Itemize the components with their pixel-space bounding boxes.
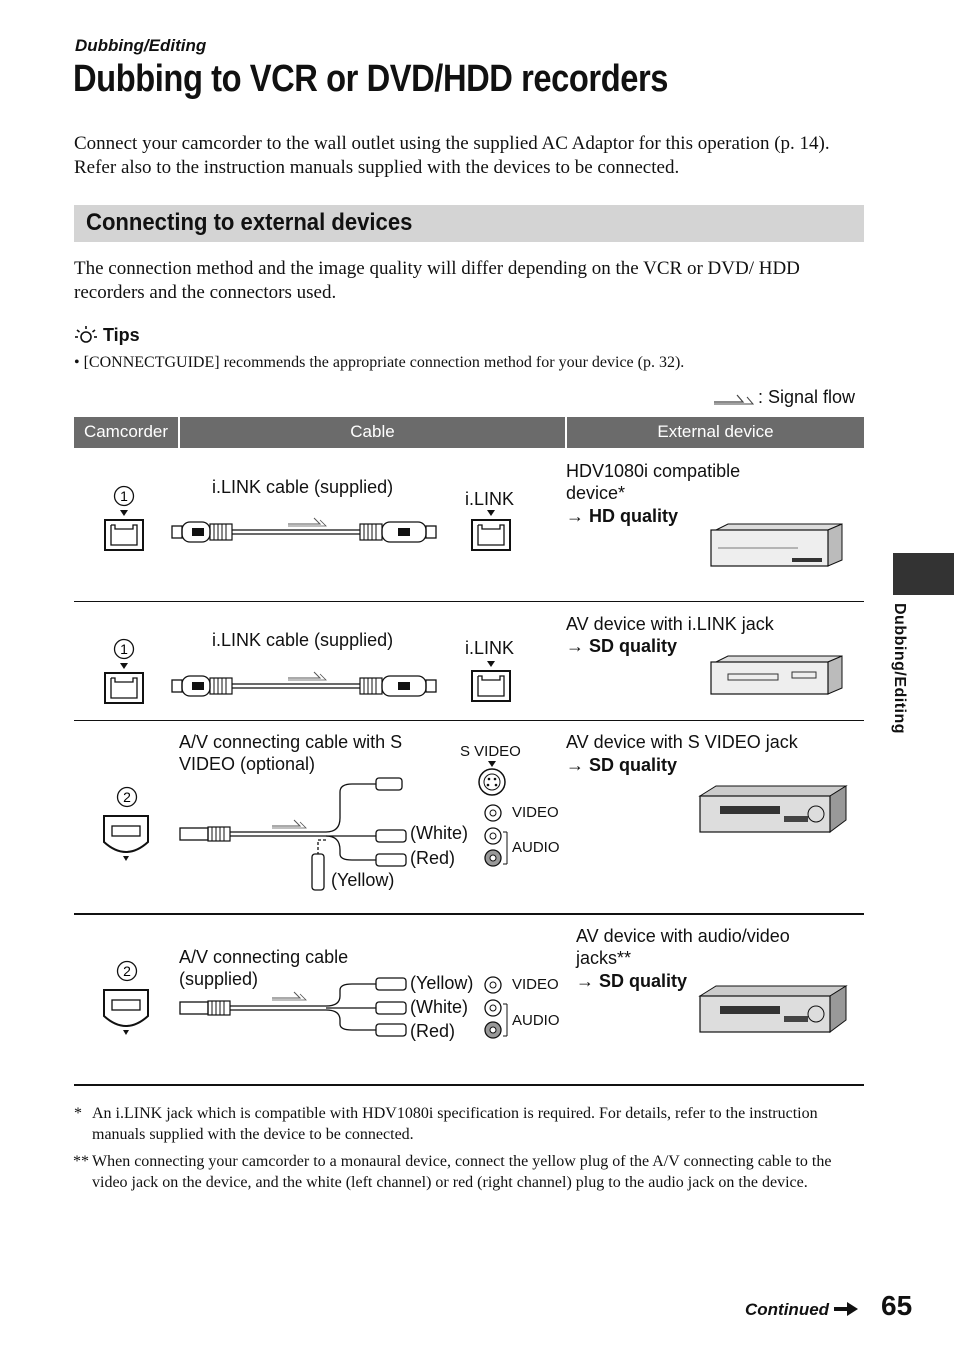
port-label: i.LINK (465, 489, 515, 509)
device-name: AV device with i.LINK jack (566, 614, 774, 634)
rca-jacks-icon (484, 804, 508, 867)
subsection-text: The connection method and the image qual… (74, 258, 800, 303)
plug-label-red: (Red) (410, 848, 456, 868)
row-divider (74, 601, 864, 602)
ilink-cable-icon (171, 671, 437, 697)
vcr-image (698, 785, 848, 833)
quality-label: → SD quality (576, 971, 688, 991)
port-label: i.LINK (465, 638, 515, 658)
number-badge-2: 2 (116, 786, 138, 808)
vcr-image (698, 985, 848, 1033)
side-tab-label: Dubbing/Editing (891, 603, 908, 735)
page-number: 65 (881, 1290, 913, 1321)
row-divider (74, 913, 864, 915)
quality-label: → SD quality (566, 636, 678, 656)
page-title: Dubbing to VCR or DVD/HDD recorders (73, 58, 669, 100)
svg-text:1: 1 (120, 488, 128, 504)
hdv-recorder-image (710, 523, 843, 567)
rca-jacks-icon (484, 976, 508, 1039)
signal-flow-icon (714, 394, 755, 405)
port-label: S VIDEO (460, 743, 521, 760)
signal-flow-legend: : Signal flow (758, 387, 856, 407)
jack-label-audio: AUDIO (512, 839, 560, 856)
cable-label: i.LINK cable (supplied) (212, 630, 394, 650)
footnote-text: An i.LINK jack which is compatible with … (92, 1105, 818, 1143)
arrow-right-icon: → (566, 506, 590, 526)
ilink-port-icon (104, 663, 144, 704)
section-label: Dubbing/Editing (75, 36, 207, 55)
arrow-right-icon: → (566, 755, 590, 775)
arrow-right-icon: → (576, 971, 600, 991)
footnote-mark: * (74, 1105, 82, 1122)
device-name: HDV1080i compatible device* (566, 461, 741, 503)
av-cable-icon (179, 977, 407, 1037)
continued-label: Continued (745, 1300, 858, 1320)
av-device-ilink-image (710, 655, 843, 695)
lightbulb-icon (75, 326, 97, 343)
table-bottom-rule (74, 1084, 864, 1086)
svg-text:2: 2 (123, 789, 131, 805)
header-camcorder: Camcorder (74, 417, 178, 448)
subsection-band (74, 205, 864, 242)
svideo-jack-icon (478, 761, 506, 796)
ilink-cable-icon (171, 517, 437, 543)
cable-label: A/V connecting cable with S VIDEO (optio… (179, 732, 403, 774)
device-name: AV device with S VIDEO jack (566, 732, 798, 752)
av-remote-port-icon (103, 815, 149, 861)
header-external-device: External device (567, 417, 864, 448)
cable-label: i.LINK cable (supplied) (212, 477, 394, 497)
av-cable-svideo-icon (179, 777, 407, 891)
ilink-port-icon (471, 661, 511, 702)
svg-text:2: 2 (123, 963, 131, 979)
svg-text:1: 1 (120, 641, 128, 657)
quality-label: → SD quality (566, 755, 678, 775)
number-badge-1: 1 (113, 485, 135, 507)
ilink-port-icon (104, 510, 144, 551)
arrow-right-icon (833, 1302, 858, 1316)
plug-label-white: (White) (410, 823, 468, 843)
intro-paragraph: Connect your camcorder to the wall outle… (74, 133, 830, 178)
side-tab-marker (893, 553, 954, 595)
jack-label-video: VIDEO (512, 804, 559, 821)
number-badge-1: 1 (113, 638, 135, 660)
plug-label-white: (White) (410, 997, 468, 1017)
plug-label-red: (Red) (410, 1021, 456, 1041)
footnote-mark: ** (73, 1153, 89, 1170)
plug-label-yellow: (Yellow) (410, 973, 474, 993)
av-remote-port-icon (103, 989, 149, 1035)
jack-label-audio: AUDIO (512, 1012, 560, 1029)
footnote-text: When connecting your camcorder to a mona… (92, 1153, 832, 1191)
jack-label-video: VIDEO (512, 976, 559, 993)
number-badge-2: 2 (116, 960, 138, 982)
quality-label: → HD quality (566, 506, 679, 526)
tip-item: • [CONNECTGUIDE] recommends the appropri… (74, 354, 685, 371)
tips-label: Tips (103, 325, 140, 345)
cable-label: A/V connecting cable (supplied) (179, 947, 349, 989)
device-name: AV device with audio/video jacks** (576, 926, 790, 968)
arrow-right-icon: → (566, 636, 590, 656)
plug-label-yellow: (Yellow) (331, 870, 395, 890)
row-divider (74, 720, 864, 721)
subsection-title: Connecting to external devices (86, 209, 413, 236)
ilink-port-icon (471, 510, 511, 551)
header-cable: Cable (180, 417, 565, 448)
